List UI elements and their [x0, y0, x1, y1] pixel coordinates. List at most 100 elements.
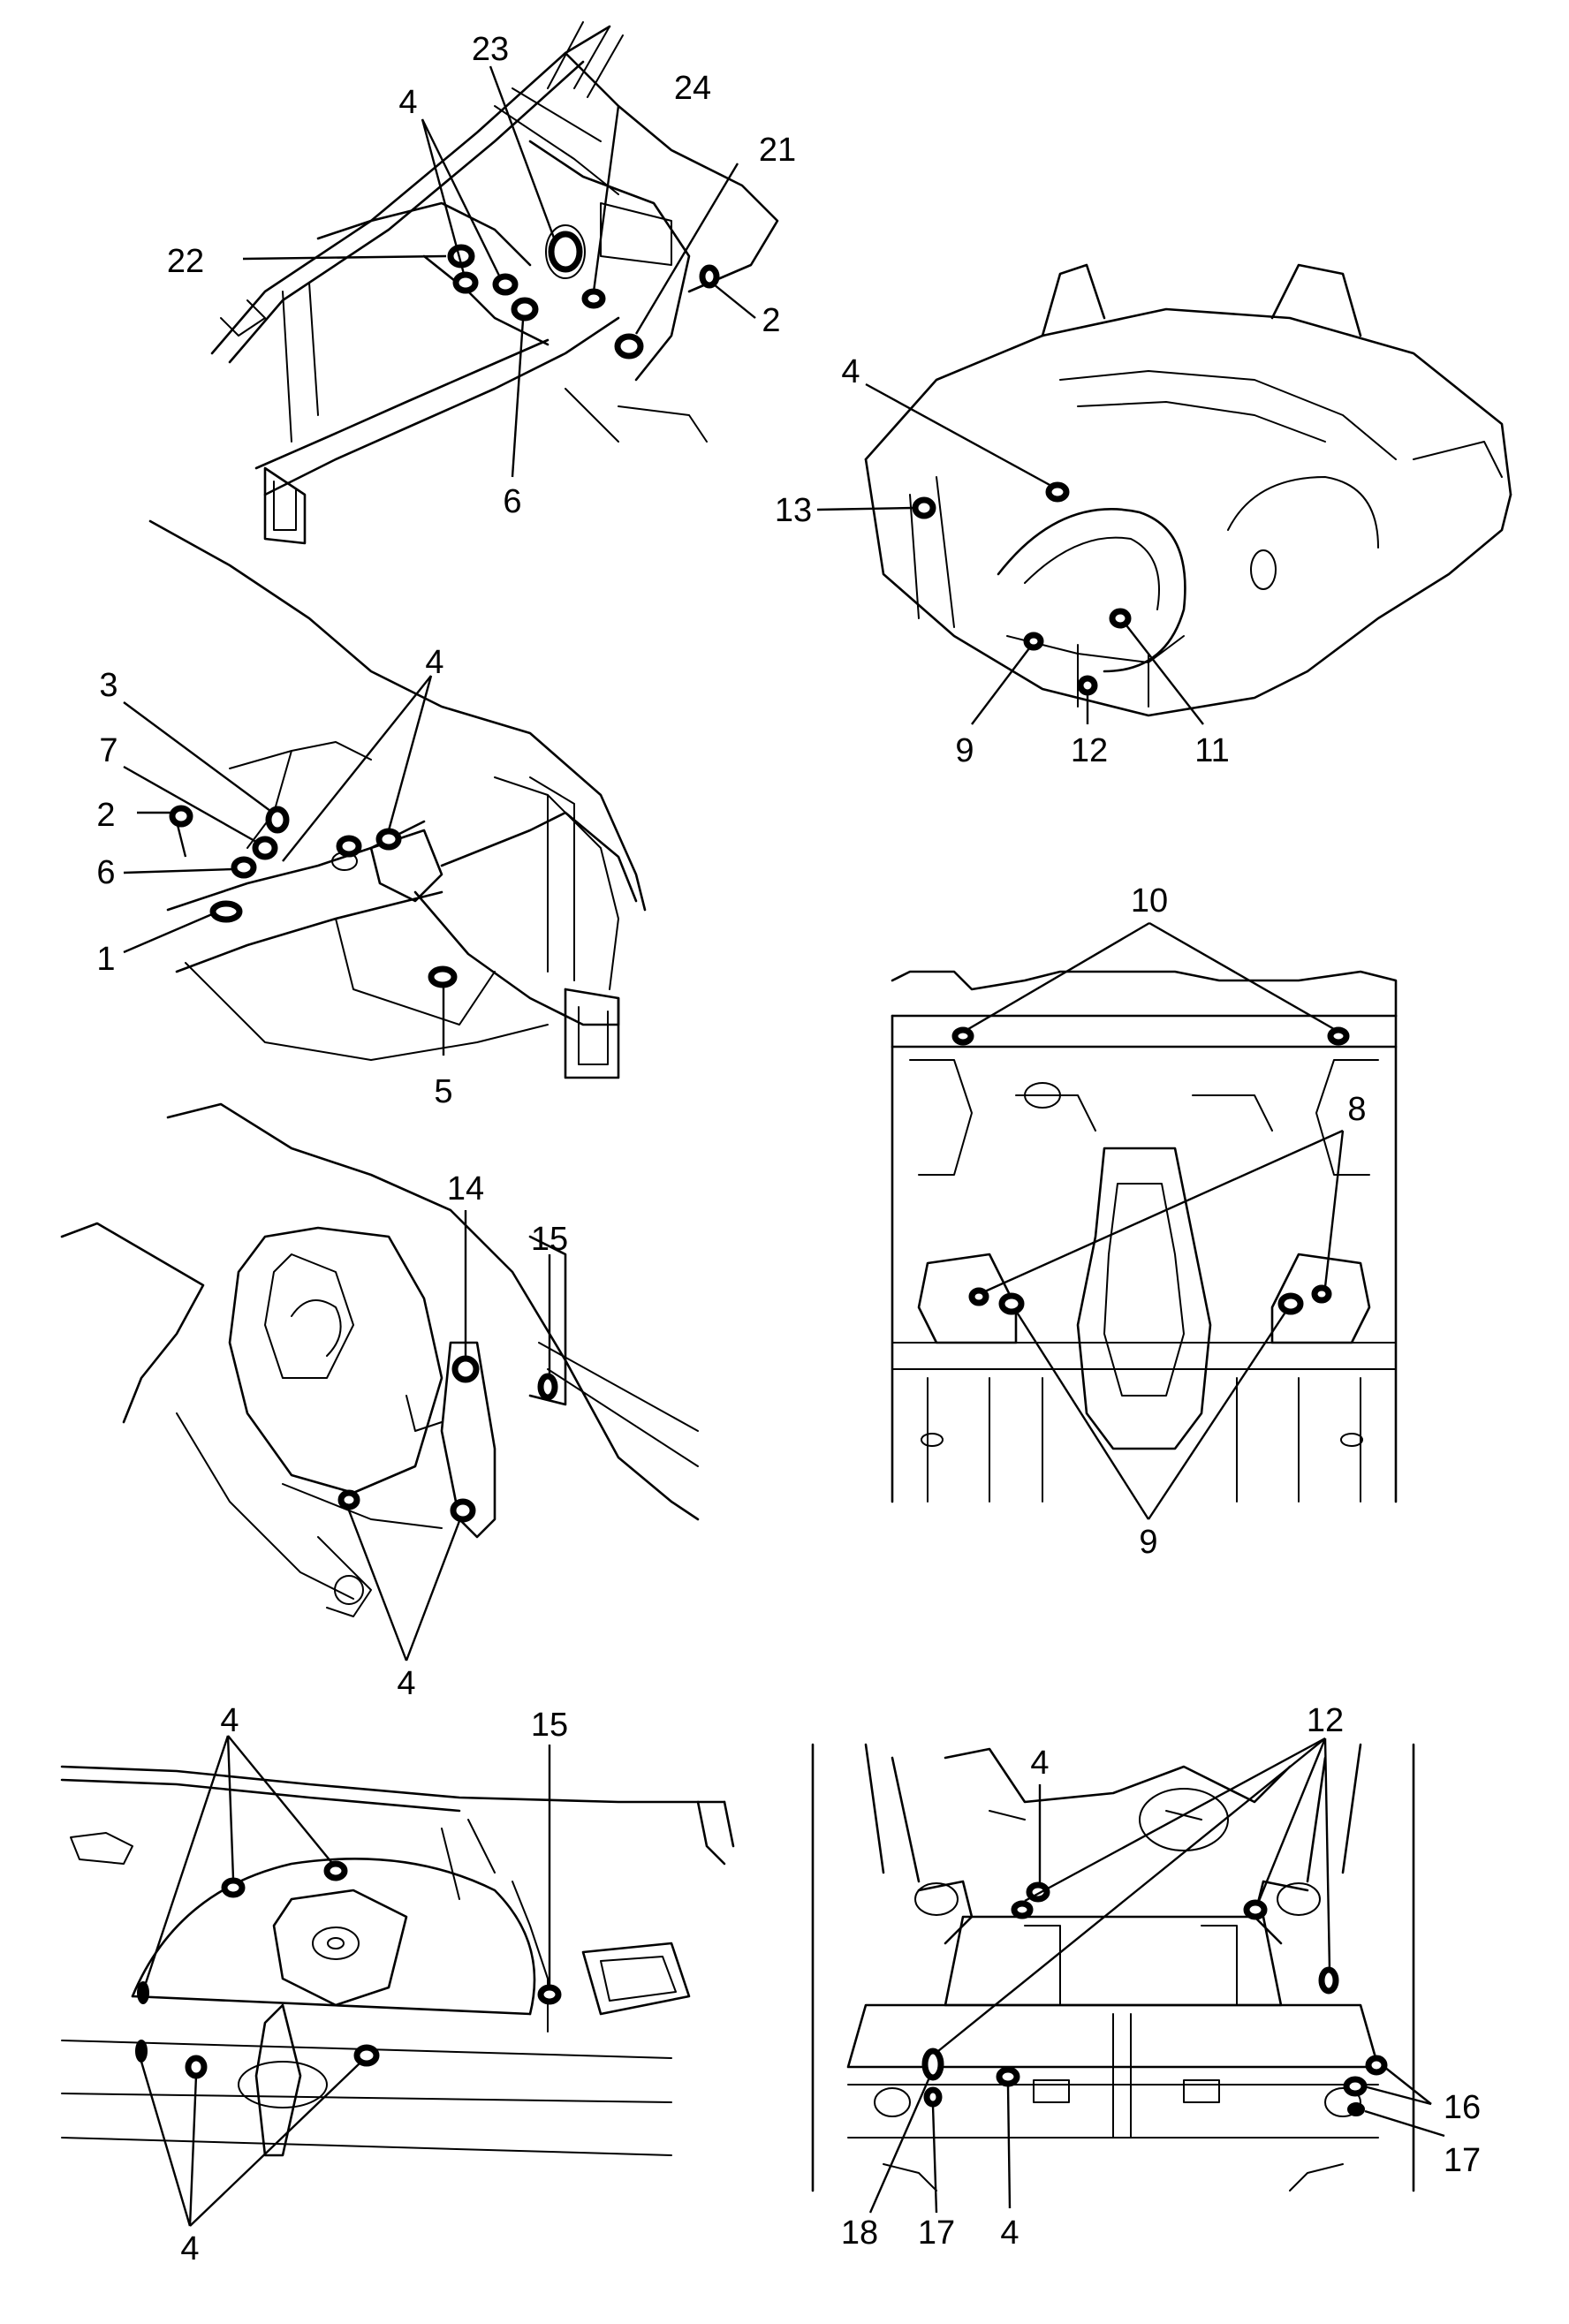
- plug-4-a: [337, 1489, 360, 1510]
- panel-front-engine-bay-labels: 23 24 21 4 22 2 6: [167, 31, 796, 520]
- callout-4: 4: [841, 353, 860, 390]
- panel-rear-wheelhouse-labels: 4 15 4: [180, 1702, 568, 2267]
- plug-11: [1109, 608, 1132, 629]
- callout-7: 7: [99, 732, 117, 769]
- plug-13: [912, 496, 936, 519]
- plug-4-top-a: [221, 1877, 246, 1898]
- callout-23: 23: [472, 31, 509, 68]
- plug-8-b: [1311, 1284, 1332, 1304]
- callout-4: 4: [397, 1665, 415, 1702]
- panel-front-frame-rail-leaders: [123, 675, 445, 1056]
- panel-underbody-labels: 10 8 9: [1131, 882, 1367, 1561]
- panel-wheelhouse-labels: 14 15 4: [397, 1170, 568, 1702]
- callout-4-bottom: 4: [1000, 2214, 1019, 2252]
- callout-4: 4: [398, 84, 417, 121]
- plug-12-a: [1011, 1900, 1034, 1919]
- plug-4-a: [336, 835, 362, 858]
- panel-rear-floor-leaders: [816, 382, 1204, 725]
- plug-9-a: [998, 1292, 1025, 1315]
- callout-4-top: 4: [220, 1702, 239, 1739]
- panel-wheelhouse-leaders: [347, 1210, 551, 1662]
- plug-4-top-b: [323, 1860, 348, 1881]
- callout-6: 6: [503, 483, 521, 520]
- callout-1: 1: [96, 941, 115, 978]
- plug-14: [451, 1355, 480, 1383]
- callout-4-top: 4: [1030, 1745, 1049, 1782]
- plug-4-bottom: [996, 2066, 1020, 2087]
- plug-17-right: [1347, 2102, 1365, 2116]
- panel-rear-underbody-plugs: [921, 1881, 1388, 2116]
- plug-12-b: [1243, 1899, 1268, 1920]
- callout-21: 21: [759, 132, 796, 169]
- panel-rear-floor-spare-well: [864, 263, 1512, 717]
- callout-12: 12: [1307, 1702, 1344, 1739]
- callout-14: 14: [447, 1170, 484, 1207]
- callout-15: 15: [531, 1221, 568, 1258]
- callout-2: 2: [762, 302, 780, 339]
- callout-13: 13: [775, 492, 812, 529]
- panel-front-frame-rail-plugs: [169, 805, 458, 988]
- plug-4-bottom-b: [353, 2044, 380, 2067]
- callout-17-left: 17: [918, 2214, 955, 2252]
- panel-rear-floor-labels: 4 13 9 12 11: [775, 353, 1230, 769]
- plug-8-a: [968, 1287, 989, 1306]
- plug-4: [1045, 481, 1070, 503]
- callout-6: 6: [96, 854, 115, 891]
- callout-9: 9: [1139, 1524, 1157, 1561]
- panel-front-engine-bay-plugs: [447, 231, 720, 360]
- callout-12: 12: [1071, 732, 1108, 769]
- plug-3: [265, 806, 290, 834]
- plug-12-c: [1318, 1966, 1339, 1995]
- callout-8: 8: [1347, 1091, 1366, 1128]
- callout-4: 4: [425, 644, 443, 681]
- panel-front-frame-rail-labels: 3 4 7 2 6 1 5: [96, 644, 452, 1110]
- plug-16-b: [1343, 2076, 1368, 2097]
- plug-5: [428, 965, 458, 988]
- plug-1: [209, 900, 243, 923]
- plug-4-b: [492, 273, 519, 296]
- plug-21: [614, 333, 644, 360]
- callout-16: 16: [1444, 2089, 1481, 2126]
- callout-5: 5: [434, 1073, 452, 1110]
- panel-rear-underbody-leaders: [868, 1737, 1445, 2214]
- panel-rear-underbody: [811, 1743, 1415, 2192]
- callout-15: 15: [531, 1707, 568, 1744]
- callout-22: 22: [167, 243, 204, 280]
- panel-rear-underbody-labels: 4 12 16 17 18 17 4: [841, 1702, 1481, 2252]
- plug-9-b: [1277, 1292, 1304, 1315]
- callout-17-right: 17: [1444, 2142, 1481, 2179]
- callout-10: 10: [1131, 882, 1168, 920]
- plug-6: [231, 856, 257, 879]
- plug-9: [1023, 632, 1044, 651]
- plug-4-b: [375, 828, 402, 851]
- callout-11: 11: [1194, 732, 1229, 769]
- panel-underbody-plugs: [951, 1026, 1350, 1315]
- plug-15: [537, 1373, 558, 1401]
- panel-rear-floor-plugs: [912, 481, 1132, 696]
- plug-10-a: [951, 1026, 974, 1046]
- callout-3: 3: [99, 667, 117, 704]
- plug-7: [252, 836, 278, 860]
- plug-2: [699, 264, 720, 289]
- callout-18: 18: [841, 2214, 878, 2252]
- plug-4-a: [452, 271, 479, 294]
- panel-rear-wheelhouse-inner: [60, 1765, 735, 2157]
- panel-wheelhouse-strut-tower: [60, 1102, 700, 1617]
- plug-4-left-a: [137, 1981, 149, 2004]
- plug-17-left: [923, 2086, 943, 2108]
- panel-underbody-floor: [891, 970, 1398, 1503]
- plug-4-bottom-a: [185, 2055, 208, 2079]
- callout-4-bottom: 4: [180, 2230, 199, 2267]
- plug-24: [581, 288, 606, 309]
- plug-10-b: [1327, 1026, 1350, 1046]
- plug-4-b: [450, 1498, 476, 1523]
- plug-23: [548, 231, 583, 273]
- plug-12: [1077, 675, 1098, 696]
- panel-front-frame-rail: [148, 519, 647, 1079]
- panel-wheelhouse-plugs: [337, 1355, 558, 1523]
- plug-15: [537, 1984, 562, 2005]
- plug-4-left-b: [135, 2040, 148, 2063]
- panel-front-engine-bay-leaders: [242, 65, 756, 478]
- plug-6: [511, 297, 539, 322]
